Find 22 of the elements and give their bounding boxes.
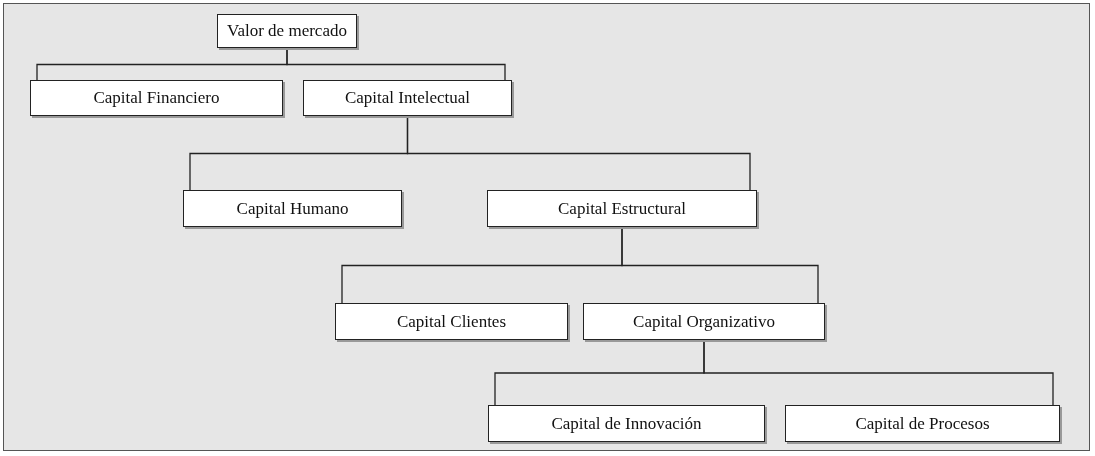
box-label: Capital Intelectual bbox=[344, 88, 471, 108]
org-box bbox=[183, 190, 402, 227]
org-box bbox=[335, 303, 568, 340]
box-label: Capital de Innovación bbox=[551, 413, 702, 434]
box-label: Valor de mercado bbox=[227, 21, 347, 41]
org-box bbox=[30, 80, 283, 116]
org-box bbox=[583, 303, 825, 340]
box-label: Capital Humano bbox=[236, 198, 349, 219]
box-label: Capital Organizativo bbox=[633, 311, 775, 332]
box-label: Capital Clientes bbox=[396, 311, 507, 332]
connector-line bbox=[703, 340, 1054, 406]
box-label: Capital de Procesos bbox=[855, 413, 990, 434]
org-box bbox=[785, 405, 1060, 442]
box-label: Capital Financiero bbox=[93, 88, 220, 108]
connector-line bbox=[621, 227, 819, 304]
org-box bbox=[487, 190, 757, 227]
connector-line bbox=[406, 116, 751, 191]
org-box bbox=[488, 405, 765, 442]
org-box bbox=[303, 80, 512, 116]
connector-line bbox=[286, 48, 506, 81]
box-label: Capital Estructural bbox=[558, 198, 686, 219]
org-box bbox=[217, 14, 357, 48]
